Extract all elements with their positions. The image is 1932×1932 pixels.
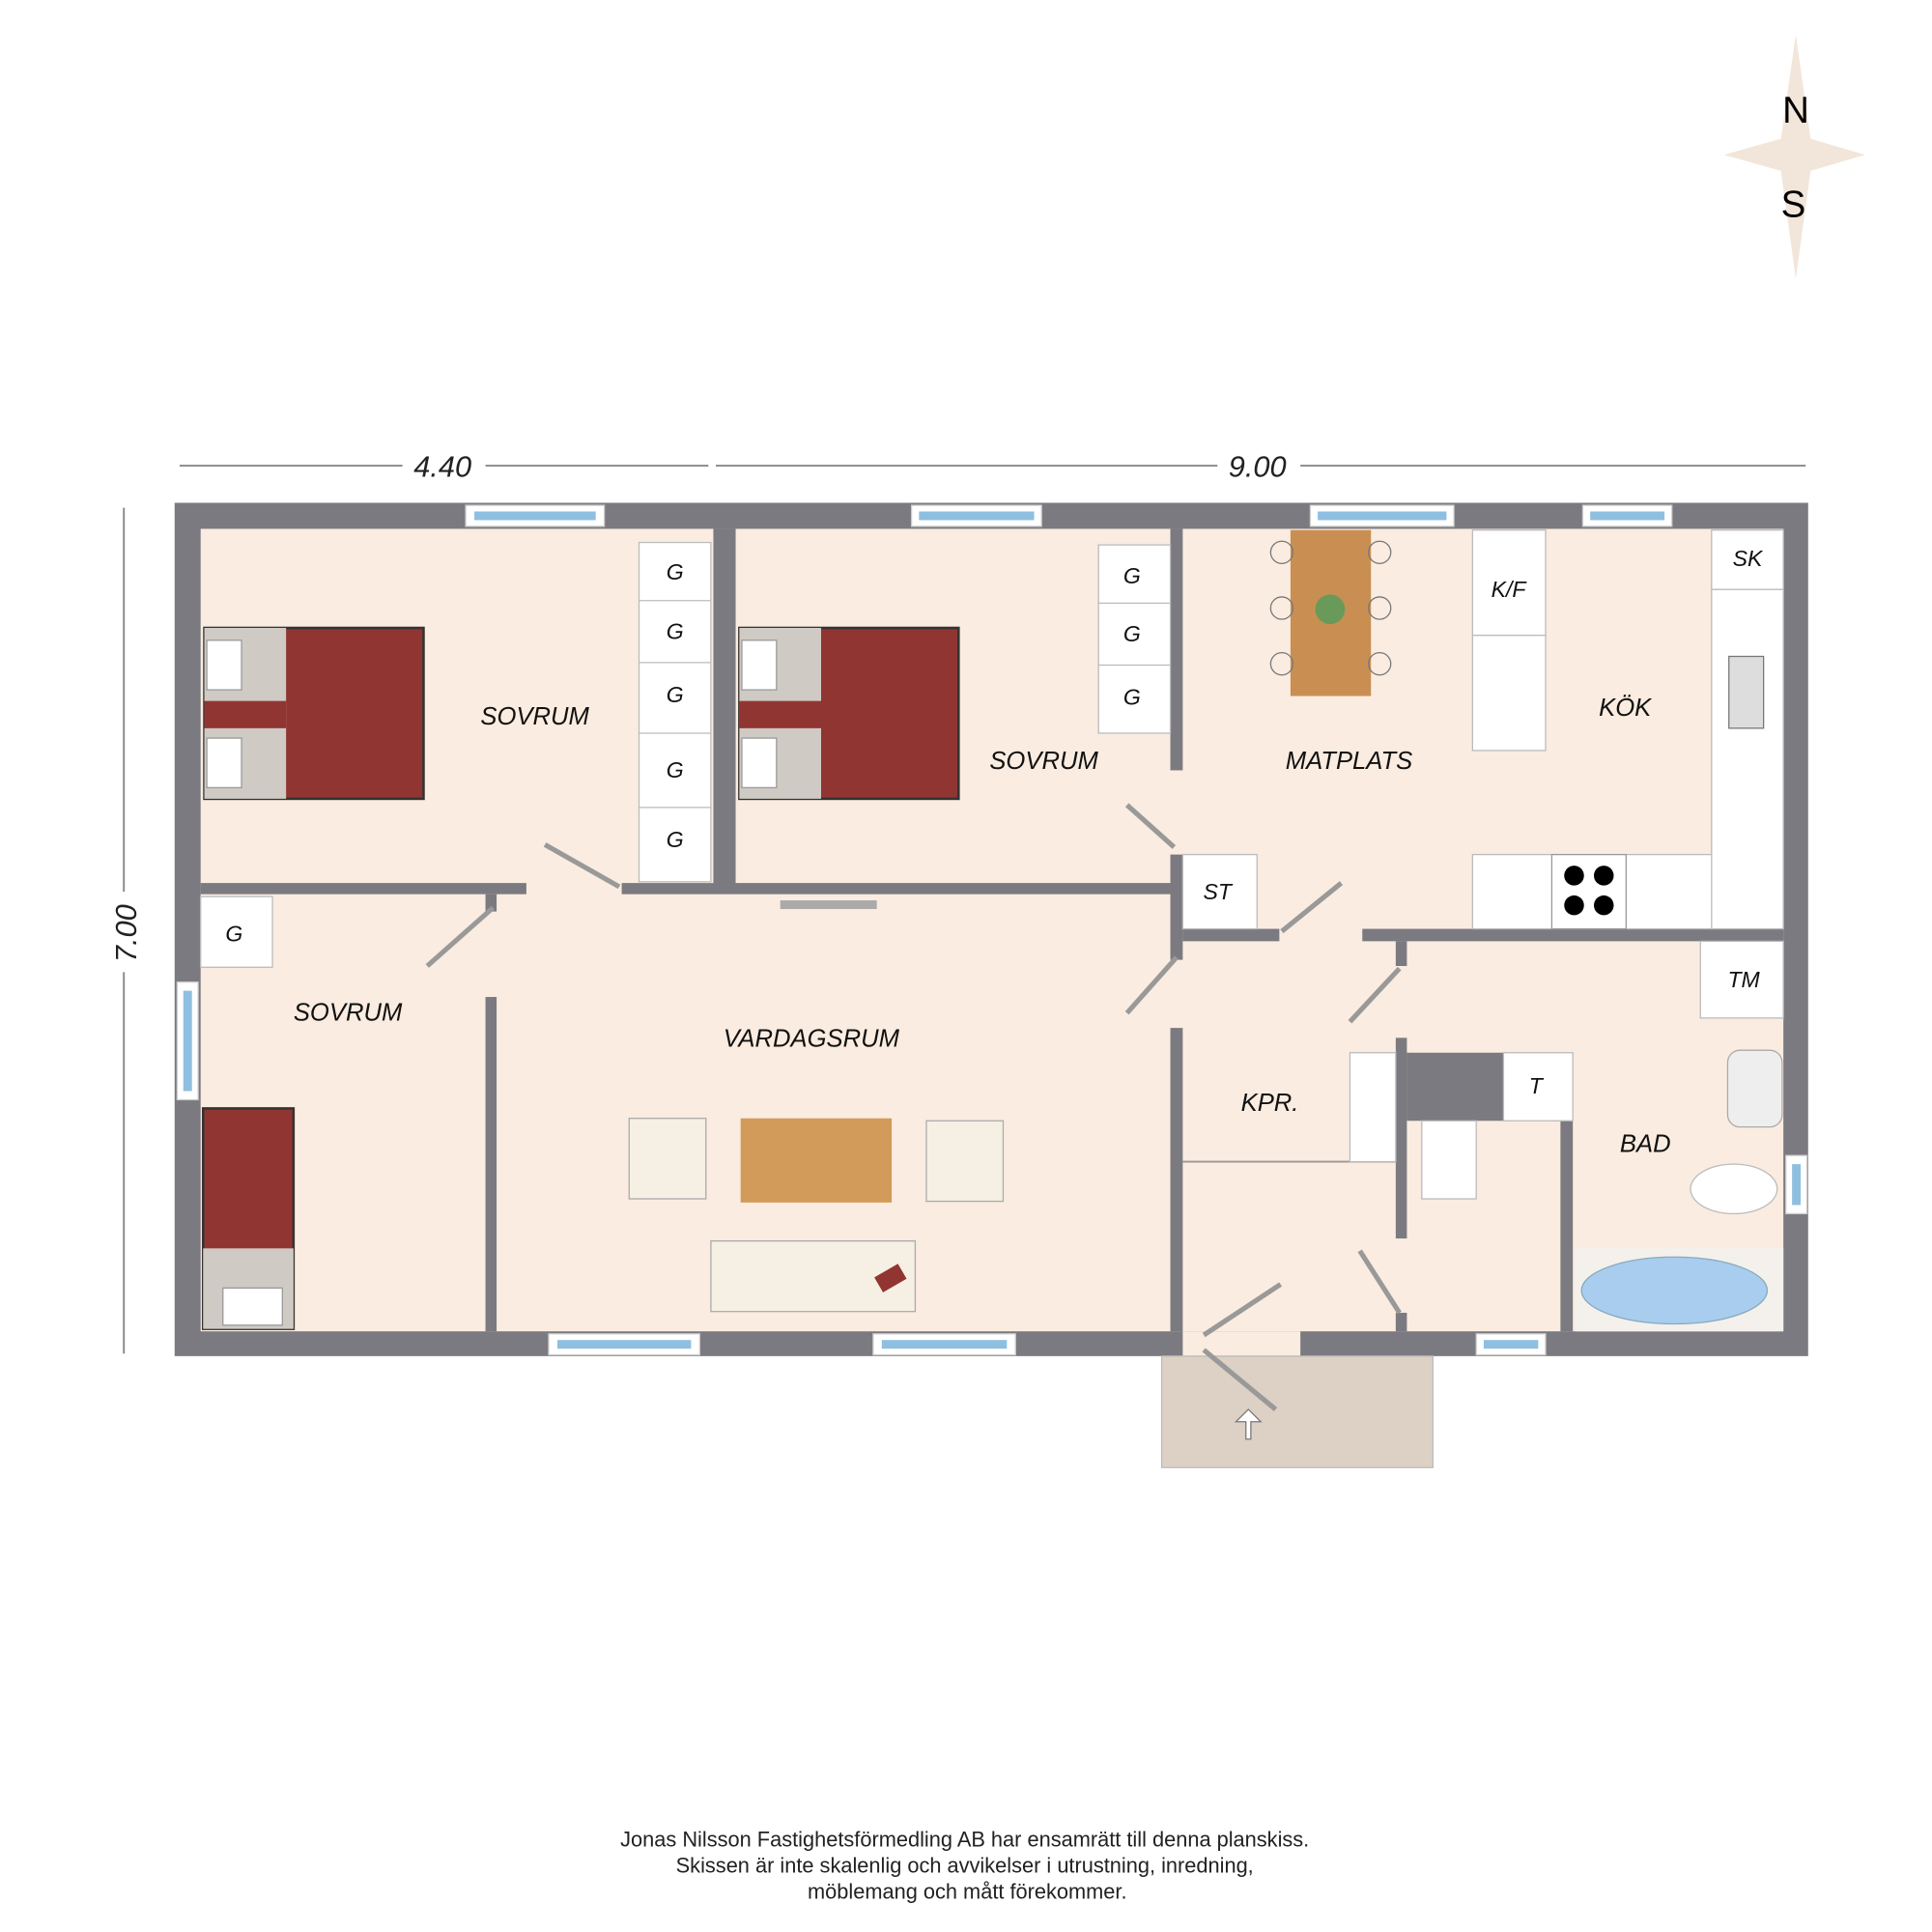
fixture-label: TM bbox=[1727, 967, 1760, 992]
dimension-width-right: 9.00 bbox=[1229, 450, 1287, 484]
fixture-label: G bbox=[667, 757, 684, 782]
fixture-label: G bbox=[1123, 563, 1141, 588]
sink-icon bbox=[1726, 1049, 1783, 1128]
bed bbox=[738, 626, 960, 801]
room-label-bedroom-1: SOVRUM bbox=[480, 703, 589, 730]
dining-table bbox=[1269, 529, 1392, 696]
disclaimer-line-3: möblemang och mått förekommer. bbox=[808, 1879, 1126, 1903]
interior-walls bbox=[200, 528, 1784, 1332]
bed bbox=[201, 1107, 296, 1330]
room-label-dining: MATPLATS bbox=[1286, 748, 1412, 775]
room-label-bathroom: BAD bbox=[1620, 1130, 1671, 1157]
room-label-living-room: VARDAGSRUM bbox=[724, 1025, 900, 1052]
wardrobe-bedroom-1: G G G G G bbox=[638, 541, 712, 883]
room-label-bedroom-3: SOVRUM bbox=[294, 999, 403, 1026]
dimension-depth: 7.00 bbox=[109, 904, 143, 962]
wardrobe-bedroom-3: G bbox=[200, 895, 273, 968]
windows bbox=[176, 504, 1808, 1356]
room-label-hall: KPR. bbox=[1241, 1090, 1299, 1117]
doors bbox=[425, 803, 1402, 1411]
fixture-label: G bbox=[225, 921, 242, 946]
fixture-label: K/F bbox=[1492, 577, 1528, 602]
room-label-bedroom-2: SOVRUM bbox=[989, 748, 1098, 775]
entrance-porch bbox=[1160, 1355, 1434, 1468]
living-room-furniture bbox=[628, 900, 1005, 1313]
fixture-label: G bbox=[667, 619, 684, 644]
compass-south: S bbox=[1781, 184, 1806, 225]
fixture-label: G bbox=[667, 559, 684, 584]
room-label-kitchen: KÖK bbox=[1599, 695, 1653, 722]
fixture-label: G bbox=[1123, 684, 1141, 709]
tv-icon bbox=[780, 900, 877, 910]
shelf bbox=[1349, 1052, 1397, 1163]
toilet-icon bbox=[1690, 1163, 1778, 1215]
compass-north: N bbox=[1782, 90, 1809, 131]
fixture-label: G bbox=[667, 682, 684, 707]
compass-icon: N S bbox=[1723, 34, 1865, 279]
cabinet bbox=[1421, 1120, 1477, 1200]
fixture-label: G bbox=[667, 827, 684, 852]
wardrobe-bedroom-2: G G G bbox=[1097, 544, 1172, 734]
washing-machine: TM bbox=[1699, 940, 1784, 1019]
fixture-label: ST bbox=[1204, 879, 1234, 904]
bed bbox=[203, 626, 425, 801]
fixture-label: T bbox=[1529, 1073, 1545, 1098]
dimension-width-left: 4.40 bbox=[413, 450, 471, 484]
storage-closet: ST bbox=[1181, 853, 1258, 930]
fixture-label: G bbox=[1123, 621, 1141, 646]
fridge-freezer: K/F bbox=[1471, 529, 1547, 752]
dryer: T bbox=[1502, 1052, 1574, 1122]
dimension-lines bbox=[123, 465, 1806, 1354]
kitchen-counter: SK bbox=[1471, 529, 1784, 930]
fixture-label: SK bbox=[1733, 546, 1764, 571]
disclaimer-line-2: Skissen är inte skalenlig och avvikelser… bbox=[676, 1853, 1254, 1877]
entrance-arrow-icon bbox=[1234, 1408, 1263, 1440]
disclaimer-line-1: Jonas Nilsson Fastighetsförmedling AB ha… bbox=[620, 1828, 1309, 1852]
